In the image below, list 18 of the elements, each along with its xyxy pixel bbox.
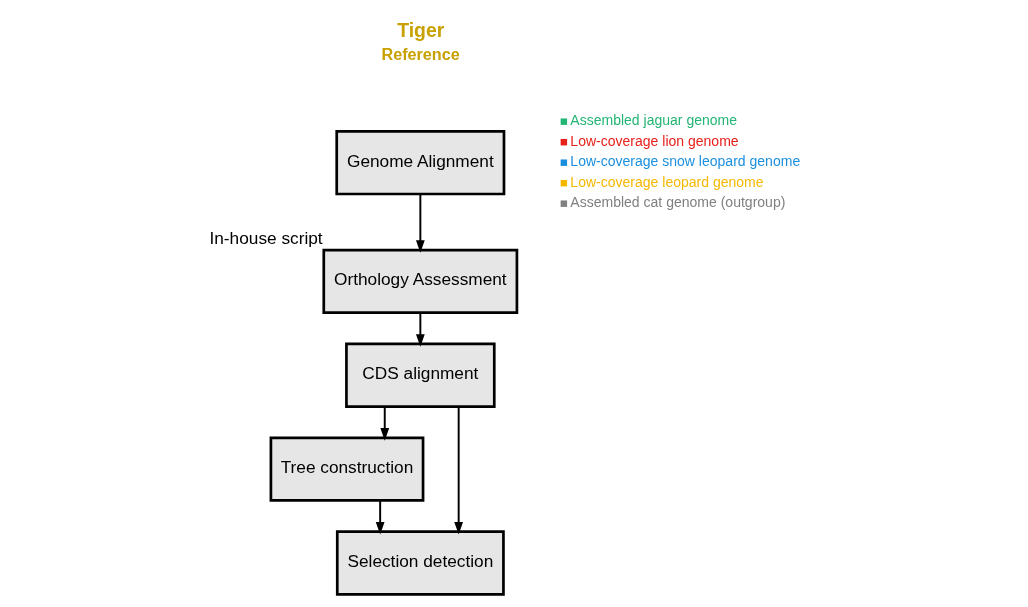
arrow xyxy=(379,406,389,441)
node-box: Tree construction xyxy=(269,436,424,502)
legend-label: Low-coverage leopard genome xyxy=(569,173,764,190)
legend-label: Low-coverage lion genome xyxy=(569,132,739,149)
legend-label: Low-coverage snow leopard genome xyxy=(569,153,800,170)
legend-label: Assembled cat genome (outgroup) xyxy=(569,194,785,211)
arrow xyxy=(375,499,385,535)
label: Reference xyxy=(381,45,460,64)
node-box: CDS alignment xyxy=(344,342,496,408)
label: Tiger xyxy=(396,18,444,41)
node-box: Genome Alignment xyxy=(334,130,505,196)
node-label: In-house script xyxy=(208,228,323,249)
node-box: Orthology Assessment xyxy=(321,248,518,315)
node-box: Selection detection xyxy=(335,530,505,596)
legend-label: Assembled jaguar genome xyxy=(569,112,737,129)
arrow xyxy=(415,193,425,253)
arrow xyxy=(415,312,425,347)
arrow xyxy=(453,405,463,535)
